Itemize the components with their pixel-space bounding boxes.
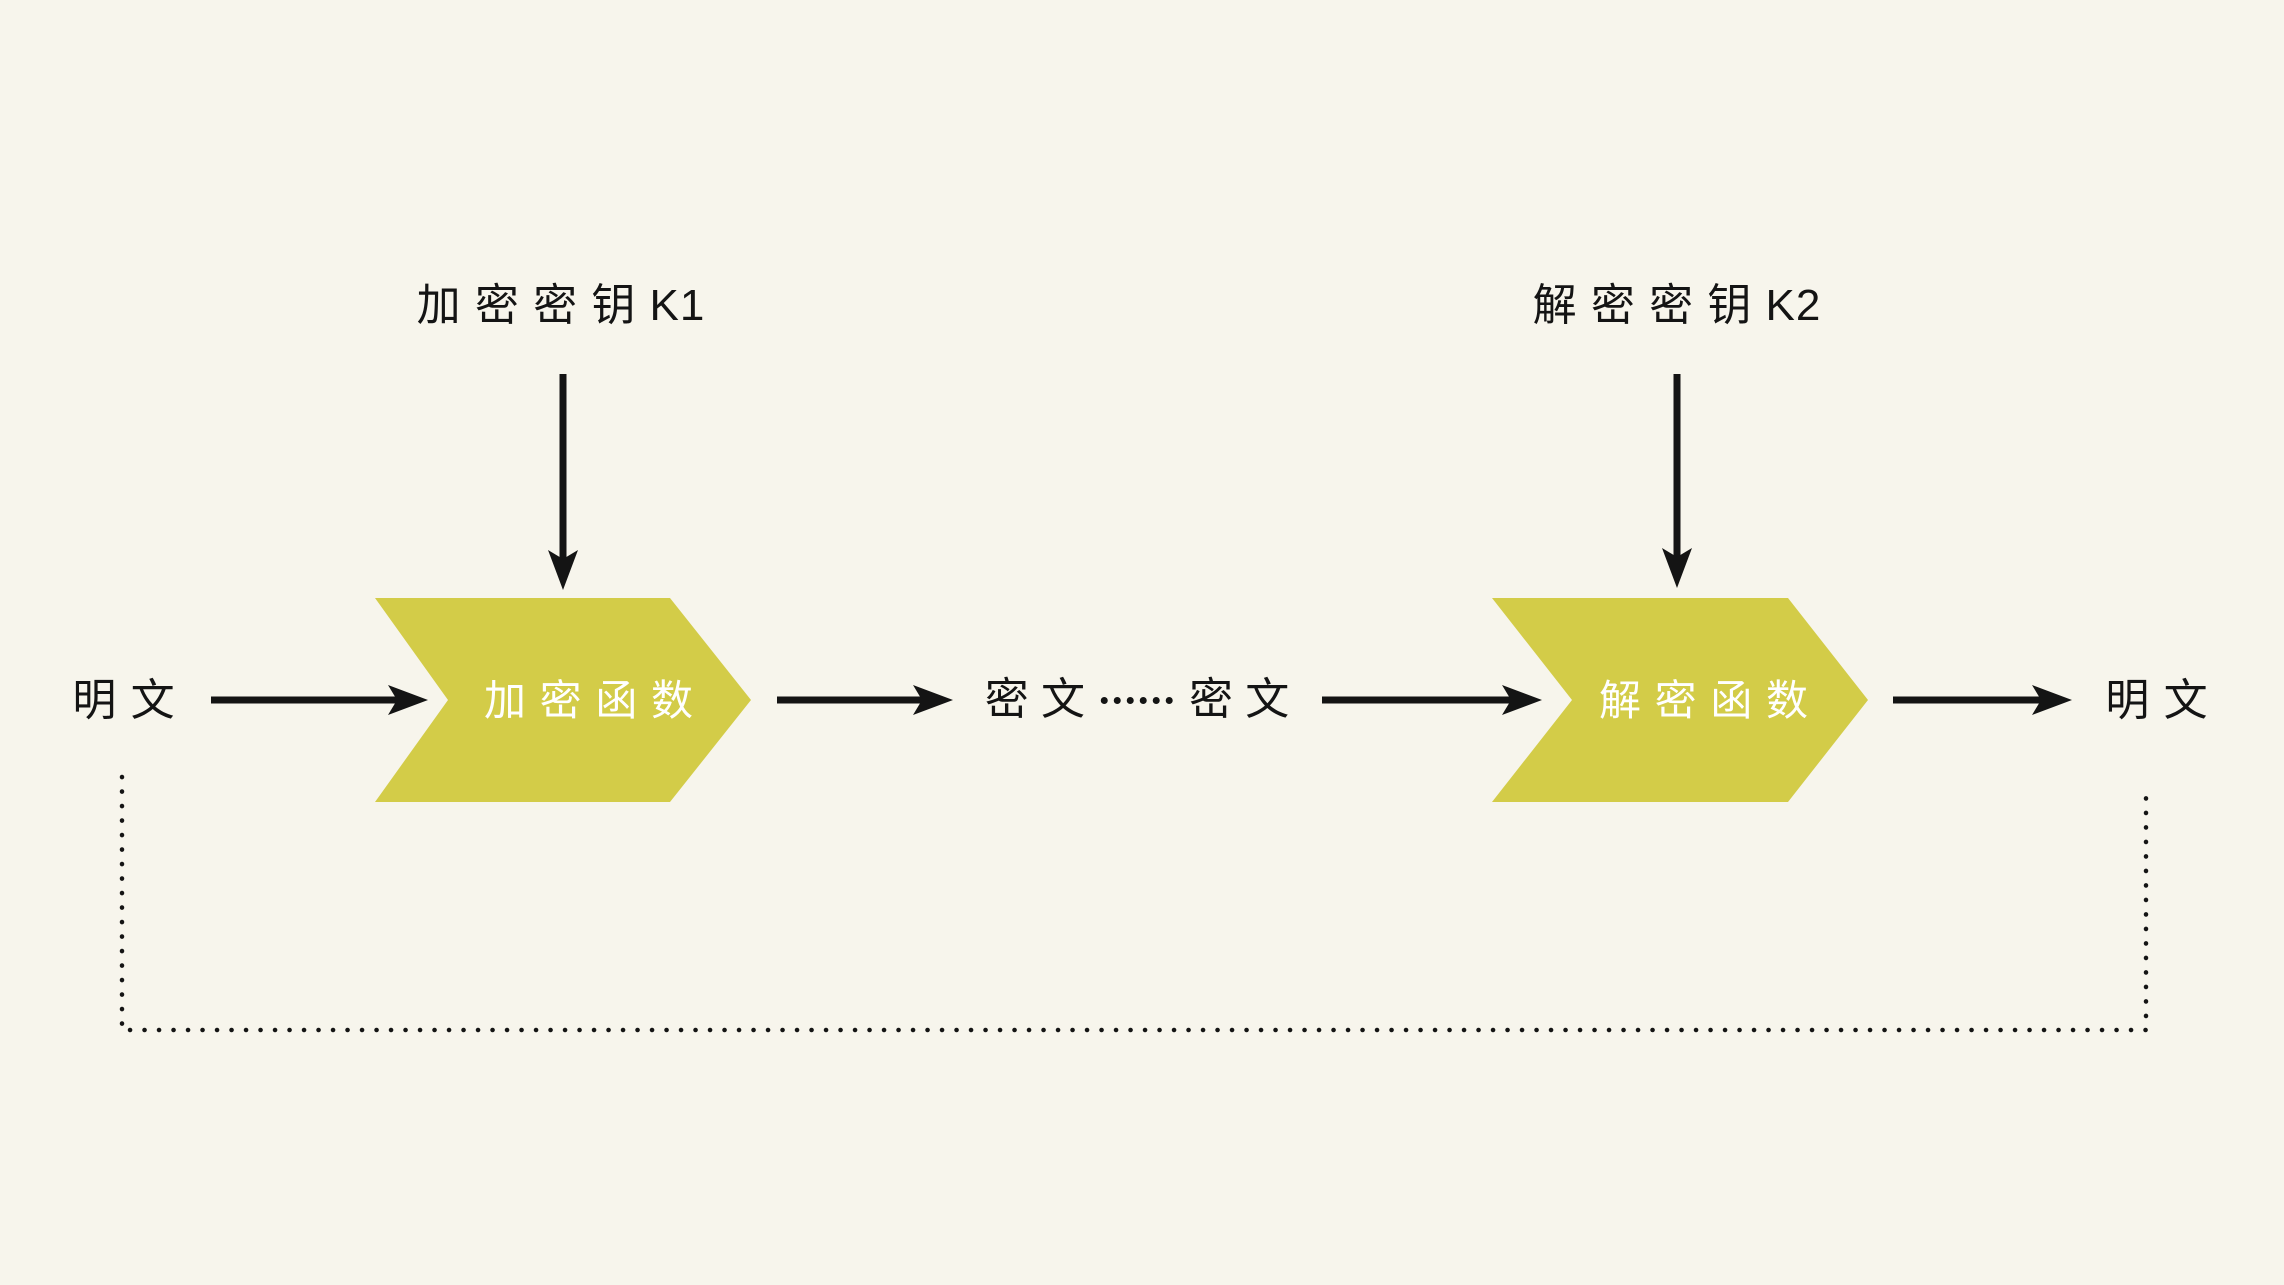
ciphertext-ellipsis-dots <box>1101 696 1173 704</box>
ciphertext-group: 密 文 密 文 <box>985 678 1289 722</box>
ciphertext-to-decryption-arrow <box>1322 685 1542 715</box>
encryption-function-label: 加 密 函 数 <box>483 677 695 724</box>
plaintext-right-label: 明 文 <box>2105 676 2209 725</box>
encryption-to-ciphertext-arrow <box>777 685 953 715</box>
plaintext-left-label: 明 文 <box>72 676 176 725</box>
decryption-to-plaintext-arrow <box>1893 685 2072 715</box>
encryption-chevron <box>375 598 751 802</box>
decryption-function-label: 解 密 函 数 <box>1598 677 1810 724</box>
encryption-key-label: 加 密 密 钥 K1 <box>416 281 706 330</box>
decryption-key-label: 解 密 密 钥 K2 <box>1532 281 1822 330</box>
ciphertext-right-label: 密 文 <box>1189 675 1290 724</box>
key1-down-arrow <box>548 374 578 590</box>
key2-down-arrow <box>1662 374 1692 588</box>
decryption-chevron <box>1492 598 1868 802</box>
ciphertext-left-label: 密 文 <box>984 675 1085 724</box>
plaintext-feedback-dotted-line <box>119 774 2149 1033</box>
plaintext-to-encryption-arrow <box>211 685 428 715</box>
